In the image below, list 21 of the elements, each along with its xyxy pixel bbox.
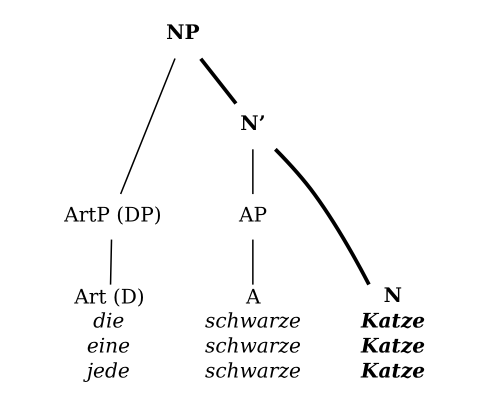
node-label: Katze bbox=[360, 308, 425, 332]
node-label: schwarze bbox=[204, 333, 300, 358]
node-text: N’ bbox=[240, 110, 266, 135]
node-text: NP bbox=[166, 20, 200, 44]
node-label: schwarze bbox=[204, 358, 300, 383]
node-text: AP bbox=[238, 202, 267, 227]
connector bbox=[119, 58, 176, 194]
connector bbox=[252, 240, 254, 285]
node-label: eine bbox=[86, 333, 130, 358]
connector bbox=[252, 149, 254, 194]
node-text: A bbox=[245, 284, 260, 308]
node-text: ArtP (DP) bbox=[64, 202, 162, 227]
node-text: Art (D) bbox=[74, 284, 144, 308]
connector bbox=[274, 148, 370, 286]
node-label: schwarze bbox=[204, 308, 300, 332]
connector bbox=[198, 58, 237, 105]
connector bbox=[109, 240, 112, 285]
node-label: Katze bbox=[360, 358, 425, 383]
node-label: die bbox=[92, 308, 124, 332]
node-text: N bbox=[383, 283, 402, 308]
node-label: Katze bbox=[360, 333, 425, 358]
